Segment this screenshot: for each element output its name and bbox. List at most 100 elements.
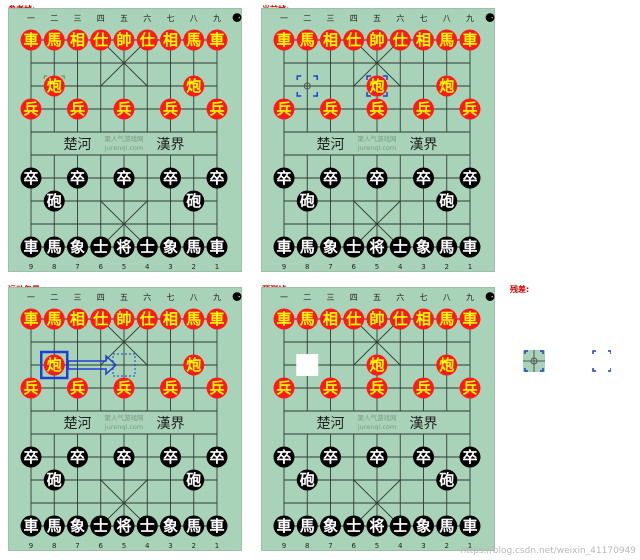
svg-text:卒: 卒 [70,169,85,187]
river-watermark-1: 聚人气游戏网 [105,134,144,143]
svg-text:兵: 兵 [209,379,224,397]
corner-icon: ⚈ [485,11,496,25]
svg-text:帥: 帥 [116,310,131,328]
svg-text:砲: 砲 [299,192,315,210]
red-piece: 帥 [113,308,135,330]
svg-text:仕: 仕 [139,31,155,49]
column-number-bottom: 1 [468,542,472,550]
black-cannon: 砲 [183,190,205,212]
svg-text:兵: 兵 [276,379,291,397]
column-number-bottom: 2 [192,263,196,271]
column-number-top: 二 [303,14,311,23]
svg-text:車: 車 [462,517,477,535]
red-piece: 相 [320,29,341,51]
svg-text:兵: 兵 [116,100,131,118]
svg-text:兵: 兵 [163,100,178,118]
column-number-top: 五 [373,14,381,23]
black-piece: 象 [320,236,341,258]
column-number-bottom: 8 [305,542,309,550]
black-soldier: 卒 [20,446,42,468]
red-soldier: 兵 [113,98,135,120]
column-number-top: 二 [50,293,58,302]
column-number-top: 八 [190,293,198,302]
black-piece: 将 [366,236,388,258]
svg-text:車: 車 [276,310,291,328]
black-piece: 士 [90,515,112,537]
svg-text:卒: 卒 [369,448,384,466]
svg-text:炮: 炮 [369,77,384,95]
red-piece: 仕 [90,308,112,330]
column-number-bottom: 7 [75,263,79,271]
red-piece: 車 [273,308,295,330]
svg-text:兵: 兵 [323,379,338,397]
column-number-top: 七 [420,293,428,302]
red-cannon: 炮 [183,354,205,376]
moved-cannon-marker [366,75,388,97]
svg-text:卒: 卒 [163,169,178,187]
svg-text:士: 士 [140,517,155,535]
source-block-box [40,350,69,380]
svg-text:士: 士 [140,238,155,256]
svg-text:卒: 卒 [276,169,291,187]
svg-text:相: 相 [323,31,338,49]
red-soldier: 兵 [67,377,88,399]
motion-vector-arrow [67,354,118,376]
svg-text:将: 将 [369,517,384,535]
svg-text:卒: 卒 [23,448,38,466]
river-left-text: 楚河 [64,416,92,432]
red-piece: 車 [206,308,228,330]
black-soldier: 卒 [273,446,295,468]
column-number-bottom: 4 [398,542,403,550]
black-piece: 馬 [43,515,65,537]
black-soldier: 卒 [459,446,481,468]
svg-text:炮: 炮 [369,356,384,374]
red-soldier: 兵 [413,377,434,399]
svg-text:兵: 兵 [462,100,477,118]
column-number-bottom: 3 [168,263,172,271]
svg-text:相: 相 [163,310,178,328]
black-cannon: 砲 [436,469,458,491]
column-number-bottom: 5 [375,542,379,550]
black-soldier: 卒 [413,167,434,189]
column-number-bottom: 9 [282,542,286,550]
red-piece: 相 [413,308,434,330]
river-right-text: 漢界 [410,416,438,432]
red-soldier: 兵 [20,98,42,120]
red-cannon: 炮 [436,75,458,97]
svg-text:卒: 卒 [462,448,477,466]
river-right-text: 漢界 [157,416,185,432]
svg-text:象: 象 [163,517,178,535]
red-piece: 相 [67,29,88,51]
red-piece: 車 [206,29,228,51]
svg-text:炮: 炮 [47,356,62,374]
river-watermark-2: jurenqi.com [104,423,143,431]
svg-text:馬: 馬 [439,238,454,256]
river-right-text: 漢界 [410,137,438,153]
svg-text:馬: 馬 [300,238,315,256]
svg-text:馬: 馬 [300,31,315,49]
red-piece: 仕 [136,29,158,51]
svg-text:帥: 帥 [116,31,131,49]
svg-text:士: 士 [93,238,108,256]
red-soldier: 兵 [160,377,181,399]
svg-text:象: 象 [323,517,338,535]
svg-text:車: 車 [209,310,224,328]
svg-text:卒: 卒 [369,169,384,187]
svg-text:砲: 砲 [185,471,201,489]
black-piece: 馬 [296,236,318,258]
svg-text:帥: 帥 [369,31,384,49]
column-number-top: 八 [443,293,451,302]
svg-text:象: 象 [323,238,338,256]
black-piece: 車 [459,515,481,537]
column-number-bottom: 4 [145,263,150,271]
red-soldier: 兵 [320,377,341,399]
river-left-text: 楚河 [317,416,345,432]
svg-text:相: 相 [163,31,178,49]
black-piece: 馬 [436,515,458,537]
black-cannon: 砲 [296,190,318,212]
black-piece: 士 [136,515,158,537]
svg-text:馬: 馬 [186,517,201,535]
column-number-bottom: 8 [52,263,56,271]
column-number-top: 五 [373,293,381,302]
black-piece: 車 [273,515,295,537]
